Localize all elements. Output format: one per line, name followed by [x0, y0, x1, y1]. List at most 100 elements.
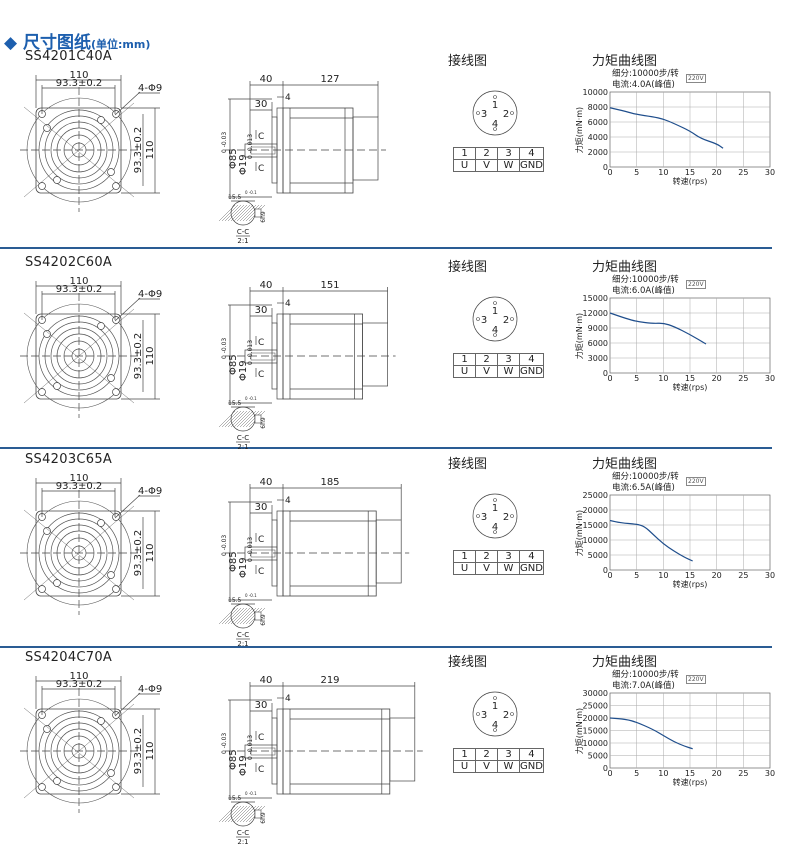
- flange-outline: [35, 708, 122, 795]
- wiring-cell: 1: [453, 550, 476, 563]
- x-tick-label: 0: [607, 571, 612, 580]
- key-slot: [254, 414, 262, 424]
- x-tick-label: 30: [765, 168, 775, 177]
- x-tick-label: 5: [634, 374, 639, 383]
- chart-subdivision: 细分:10000步/转: [612, 69, 679, 79]
- mount-hole: [112, 388, 120, 396]
- dim-width-v-label: 110: [145, 140, 156, 159]
- y-axis-label: 力矩(mN·m): [574, 510, 584, 556]
- chart-legend: 220V: [686, 74, 706, 83]
- hatch-line: [221, 204, 239, 222]
- mount-hole: [112, 182, 120, 190]
- y-tick-label: 4000: [588, 133, 608, 142]
- hatch-line: [236, 204, 254, 222]
- mount-hole: [53, 176, 61, 184]
- pin-icon: [493, 728, 497, 732]
- pin-label: 2: [503, 512, 509, 523]
- mount-hole: [53, 579, 61, 587]
- dim-pilot-len-label: 40: [260, 280, 273, 291]
- x-tick-label: 0: [607, 374, 612, 383]
- rear-cap: [352, 116, 379, 181]
- dim-width-label: 110: [69, 276, 88, 287]
- dim-pitch-label: 93.3±0.2: [56, 284, 103, 295]
- hatch-line: [245, 410, 263, 428]
- cut-label-bottom: C: [258, 370, 264, 380]
- mount-hole: [107, 571, 115, 579]
- diagonal-line: [23, 509, 135, 601]
- dim-width-label: 110: [69, 70, 88, 81]
- y-tick-label: 0: [603, 566, 608, 575]
- wiring-cell: GND: [519, 159, 544, 172]
- torque-curve-220v: [609, 519, 693, 562]
- x-tick-label: 10: [658, 571, 668, 580]
- dim-flange-label: 4: [285, 299, 291, 309]
- wiring-cell: 4: [519, 748, 544, 761]
- section-scale-label: 2:1: [237, 838, 248, 846]
- hatch-line: [236, 607, 254, 625]
- wiring-cell: V: [475, 365, 498, 378]
- dim-width-v-label: 110: [145, 346, 156, 365]
- mount-hole: [107, 168, 115, 176]
- hatch-line: [239, 805, 257, 823]
- wiring-cell: 3: [497, 147, 520, 160]
- hatch-line: [233, 410, 251, 428]
- torque-curve-220v: [609, 717, 693, 750]
- chart-legend: 220V: [686, 675, 706, 684]
- pin-icon: [493, 530, 497, 534]
- diagonal-line: [23, 707, 135, 799]
- hatch-line: [230, 607, 248, 625]
- hatch-line: [224, 607, 242, 625]
- pin-icon: [493, 127, 497, 131]
- hatch-line: [236, 410, 254, 428]
- wiring-cell: 4: [519, 147, 544, 160]
- pin-icon: [493, 498, 497, 502]
- hole-leader: [114, 494, 141, 519]
- y-tick-label: 12000: [583, 309, 608, 318]
- hatch-line: [239, 410, 257, 428]
- flange-outline: [35, 313, 122, 400]
- y-tick-label: 15000: [583, 521, 608, 530]
- dim-width-label: 110: [69, 473, 88, 484]
- y-tick-label: 20000: [583, 506, 608, 515]
- section-circle: [230, 200, 256, 226]
- chart-legend: 220V: [686, 477, 706, 486]
- hatch-line: [227, 607, 245, 625]
- hatch-line: [230, 410, 248, 428]
- dim-pilot-len-label: 40: [260, 477, 273, 488]
- pin-icon: [476, 317, 480, 321]
- y-tick-label: 0: [603, 764, 608, 773]
- pin-icon: [476, 514, 480, 518]
- pin-label: 3: [481, 512, 487, 523]
- flange-plate: [276, 510, 284, 597]
- pin-label: 3: [481, 315, 487, 326]
- key-slot: [254, 611, 262, 621]
- mount-hole: [43, 527, 51, 535]
- wiring-cell: 2: [475, 550, 498, 563]
- key-slot: [254, 208, 262, 218]
- hatch-line: [221, 410, 239, 428]
- dim-pilot-dia-label: Φ85: [228, 148, 239, 169]
- section-heading: ◆ 尺寸图纸(单位:mm): [4, 28, 150, 53]
- y-tick-label: 3000: [588, 354, 608, 363]
- section-divider: [0, 447, 772, 449]
- section-circle: [230, 406, 256, 432]
- key-tol-label: 0 -0.1: [245, 396, 257, 401]
- pin-label: 1: [492, 503, 498, 514]
- section-name-label: C-C: [237, 829, 249, 837]
- chart-title: 力矩曲线图: [592, 457, 658, 472]
- hatch-line: [245, 805, 263, 823]
- diagonal-line: [23, 106, 135, 198]
- mount-hole: [53, 777, 61, 785]
- key-tol-label: 0 -0.1: [245, 190, 257, 195]
- x-tick-label: 20: [712, 168, 722, 177]
- mount-hole: [112, 783, 120, 791]
